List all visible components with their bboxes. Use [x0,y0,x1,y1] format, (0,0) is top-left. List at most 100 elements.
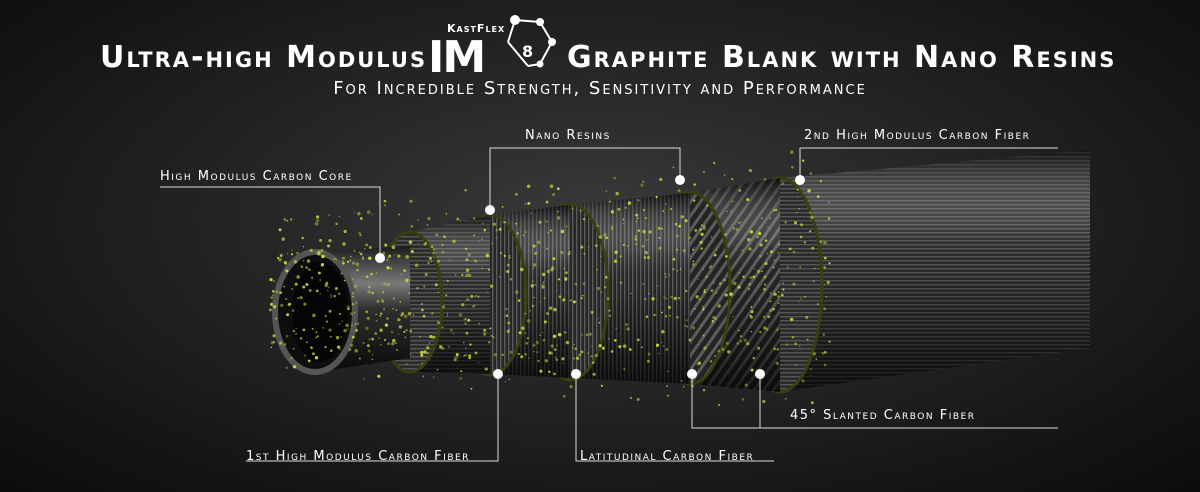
resin-particle [537,240,541,244]
resin-particle [383,204,387,207]
resin-particle [806,338,809,341]
resin-particle [526,319,531,323]
resin-particle [729,300,732,302]
resin-particle [350,312,353,316]
resin-particle [543,320,547,324]
resin-particle [308,289,312,292]
resin-particle [724,255,728,258]
resin-particle [296,275,300,279]
resin-particle [506,263,510,267]
resin-particle [623,367,626,371]
resin-particle [661,341,663,344]
resin-particle [691,262,696,267]
resin-particle [398,325,403,329]
resin-particle [824,256,827,260]
resin-particle [338,216,341,218]
resin-particle [619,255,622,258]
resin-particle [608,314,612,317]
resin-particle [509,277,513,281]
resin-particle [777,252,779,254]
resin-particle [656,284,659,287]
resin-particle [550,266,555,270]
resin-particle [371,291,374,294]
resin-particle [579,209,582,212]
resin-particle [366,210,371,214]
resin-particle [306,259,311,263]
resin-particle [812,352,816,356]
resin-particle [791,335,795,339]
resin-particle [750,310,754,314]
resin-particle [272,279,276,283]
resin-particle [377,374,381,378]
resin-particle [424,273,428,276]
resin-particle [446,313,449,315]
resin-particle [750,315,753,319]
resin-particle [319,279,321,281]
resin-particle [809,230,812,233]
resin-particle [542,281,545,284]
resin-particle [665,275,667,278]
resin-particle [699,240,703,244]
resin-particle [541,285,545,289]
resin-particle [279,341,283,345]
resin-particle [608,309,611,312]
resin-particle [565,271,568,274]
resin-particle [823,283,826,286]
resin-particle [645,239,648,241]
resin-particle [353,284,357,289]
resin-particle [573,344,575,346]
resin-particle [773,347,776,351]
resin-particle [528,202,531,205]
resin-particle [521,326,525,330]
resin-particle [763,288,766,291]
resin-particle [741,249,744,252]
resin-particle [356,322,360,325]
resin-particle [272,334,276,338]
resin-particle [813,267,816,270]
resin-particle [549,229,553,232]
resin-particle [268,308,272,312]
resin-particle [805,315,809,319]
resin-particle [740,221,742,224]
resin-particle [764,235,766,237]
resin-particle [684,289,688,293]
resin-particle [636,217,639,220]
resin-particle [807,189,811,193]
resin-particle [533,350,535,353]
resin-particle [429,334,433,339]
resin-particle [666,394,670,397]
resin-particle [700,224,703,227]
resin-particle [293,260,298,264]
resin-particle [397,317,401,322]
resin-particle [320,263,325,267]
resin-particle [558,295,562,299]
resin-particle [381,300,384,303]
resin-particle [273,305,277,309]
resin-particle [738,221,740,224]
resin-particle [776,328,779,331]
resin-particle [793,221,798,225]
resin-particle [625,323,628,326]
resin-particle [555,358,558,361]
resin-particle [324,345,327,349]
resin-particle [665,203,667,205]
resin-particle [532,280,534,282]
resin-particle [515,222,517,225]
resin-particle [314,356,319,360]
resin-particle [326,244,331,248]
resin-particle [419,335,421,338]
resin-particle [364,248,366,250]
resin-particle [279,254,283,257]
resin-particle [347,328,349,330]
resin-particle [269,278,273,282]
resin-particle [311,327,314,330]
resin-particle [537,359,540,363]
resin-particle [441,346,445,350]
resin-particle [763,283,767,286]
resin-particle [637,229,641,232]
label-nano-resins: Nano Resins [525,128,611,143]
resin-particle [302,259,305,262]
resin-particle [532,267,535,269]
resin-particle [792,250,796,254]
resin-particle [640,346,643,349]
